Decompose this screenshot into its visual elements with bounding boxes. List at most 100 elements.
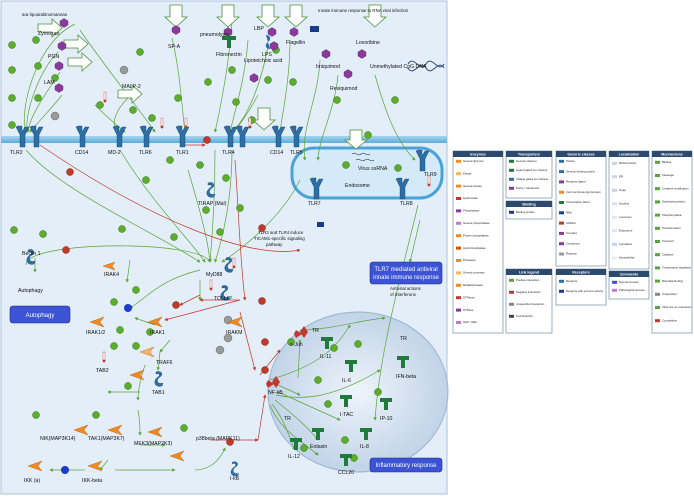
legend-swatch (612, 188, 617, 192)
label-lam: LAM (44, 80, 55, 86)
label-fibronectin: Fibronectin (216, 52, 242, 58)
label-beclin: Beclin 1 (22, 251, 41, 257)
legend-item-mechanisms: Unspecified (662, 292, 677, 296)
legend-transporters-title: Transporters (518, 153, 540, 157)
legend-item-comments: Pathological process (619, 288, 645, 292)
legend-swatch (456, 209, 461, 213)
label-resiquimod: Resiquimod (330, 86, 358, 92)
label-ikb: I-kB (230, 476, 240, 482)
virus-ssrna (351, 152, 375, 162)
label-pneumolysin: pneumolysin (200, 32, 229, 38)
label-eotaxin: Eotaxin (310, 444, 327, 450)
legend-item-mechanisms: Catalysis (662, 252, 674, 256)
label-tr-b: TR (400, 336, 407, 342)
label-malp2: MALP-2 (122, 84, 141, 90)
label-lbp: LBP (254, 26, 264, 32)
legend-item-localization: Golgi (619, 188, 626, 192)
label-autophagy: Autophagy (18, 288, 43, 294)
label-tab1: TAB1 (152, 390, 165, 396)
label-ara-lipoarabinomannan: ara-lipoarabinomannan (22, 12, 68, 17)
legend-swatch (655, 279, 660, 283)
legend-swatch (612, 229, 617, 233)
plasma-membrane (1, 136, 447, 143)
label-tr-a: TR (312, 328, 319, 334)
legend-item-enzymes: Protein phosphatase (463, 233, 489, 237)
legend-swatch (655, 266, 660, 270)
legend-swatch (612, 202, 617, 206)
legend-item-generic: Inhibitor (566, 221, 576, 225)
lbp-shape (265, 35, 271, 49)
gene-products (290, 337, 409, 466)
legend-swatch (456, 197, 461, 200)
legend-swatch (456, 321, 461, 324)
label-tak1: TAK1(MAP3K7) (88, 436, 125, 442)
legend-swatch (509, 290, 514, 294)
legend-swatch (655, 292, 660, 296)
legend-item-enzymes: GTPase (463, 308, 474, 312)
label-irak1: IRAK1 (150, 330, 165, 336)
legend-swatch (456, 159, 461, 163)
legend-localization-title: Localization (619, 153, 640, 157)
legend-item-enzymes: GTPases (463, 295, 475, 299)
legend-item-generic: Cell membrane glycoprotein (566, 190, 601, 194)
label-tirap: TIRAP (Mal) (198, 201, 227, 207)
legend-item-enzymes: GAP / GEF (463, 320, 477, 324)
label-tollip: TOLLIP (214, 296, 232, 302)
legend-item-binding: Binding protein (516, 210, 535, 214)
cpg-dna (407, 60, 445, 72)
label-tlr4: TLR4 (222, 150, 235, 156)
cjun-shape (294, 326, 308, 338)
legend-swatch (612, 280, 617, 284)
ligand-labels: ara-lipoarabinomannan Zymosan PGN LAM MA… (22, 8, 427, 92)
legend-swatch (612, 161, 617, 165)
legend-item-transporters: Voltage gated ion channel (516, 177, 549, 181)
legend-swatch (559, 180, 564, 184)
legend-item-generic: Compound (566, 241, 580, 245)
label-ifnb: IFN-beta (396, 374, 416, 380)
legend-swatch (559, 231, 564, 235)
legend-swatch (655, 200, 660, 204)
label-traf6: TRAF6 (156, 360, 173, 366)
legend-item-localization: Cytoplasm (619, 242, 633, 246)
legend-item-enzymes: Generic phosphatase (463, 221, 490, 225)
legend-swatch (509, 302, 514, 306)
legend-swatch (559, 201, 564, 204)
legend-swatch (509, 177, 514, 181)
adaptors (26, 182, 234, 387)
edges-red (39, 143, 301, 442)
legend-item-mechanisms: Phosphorylation (662, 213, 683, 217)
label-tlr3-note-2: TICAM1-specific signaling (254, 236, 305, 241)
legend-item-link: Positive interaction (516, 278, 540, 282)
legend-swatch (559, 289, 564, 293)
label-imiquimod: Imiquimod (316, 64, 340, 70)
legend-swatch (456, 234, 461, 238)
legend-swatch (456, 283, 461, 287)
legend-swatch (456, 184, 461, 188)
label-nik: NIK(MAP3K14) (40, 436, 76, 442)
label-il8: IL-8 (360, 444, 369, 450)
legend-item-transporters: Generic channel (516, 159, 537, 163)
tlr3-flag (317, 222, 324, 227)
legend-item-generic: Reaction (566, 252, 577, 256)
legend-swatch (559, 252, 564, 256)
legend-swatch (655, 253, 660, 257)
receptor-labels: TLR2 CD14 MD-2 TLR6 TLR1 TLR4 CD14 TLR5 … (10, 150, 437, 207)
kinases (27, 261, 243, 472)
legend-item-enzymes: Lipid kinase (463, 196, 478, 200)
antiviral-box-2: innate immune response (373, 275, 439, 281)
legend-swatch (456, 246, 461, 250)
legend-item-link: Technical link (516, 314, 533, 318)
legend-swatch (559, 242, 564, 246)
label-zymosan: Zymosan (38, 31, 59, 37)
legend-swatch (509, 210, 514, 214)
legend-swatch (559, 190, 564, 194)
legend-swatch (456, 172, 461, 176)
label-mekk3: MEK3(MAP2K3) (134, 441, 172, 447)
label-virus-ssrna: Virus ssRNA (358, 166, 388, 172)
legend-mechanisms-title: Mechanisms (661, 153, 683, 157)
label-innate-immune: Innate immune response to RNA viral infe… (318, 8, 409, 13)
legend-swatch (612, 215, 617, 219)
label-pgn: PGN (48, 54, 59, 60)
